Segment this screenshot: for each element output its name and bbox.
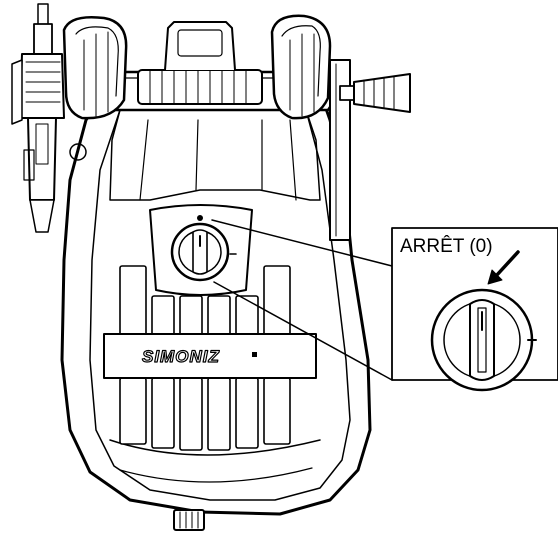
power-dial-large: 0 bbox=[430, 288, 537, 392]
left-hose-reel bbox=[62, 16, 128, 161]
callout-leader bbox=[211, 219, 393, 381]
power-dial-small bbox=[170, 215, 237, 282]
brand-logo: SIMONIZ bbox=[142, 347, 220, 366]
arrow-icon bbox=[487, 250, 520, 285]
spray-gun bbox=[11, 3, 65, 233]
side-connector bbox=[339, 73, 411, 113]
callout-label: ARRÊT (0) bbox=[400, 235, 493, 257]
bottom-foot bbox=[173, 509, 205, 531]
vent-slats bbox=[119, 265, 291, 451]
brand-band: SIMONIZ bbox=[103, 333, 317, 379]
right-hose-reel bbox=[270, 14, 351, 241]
